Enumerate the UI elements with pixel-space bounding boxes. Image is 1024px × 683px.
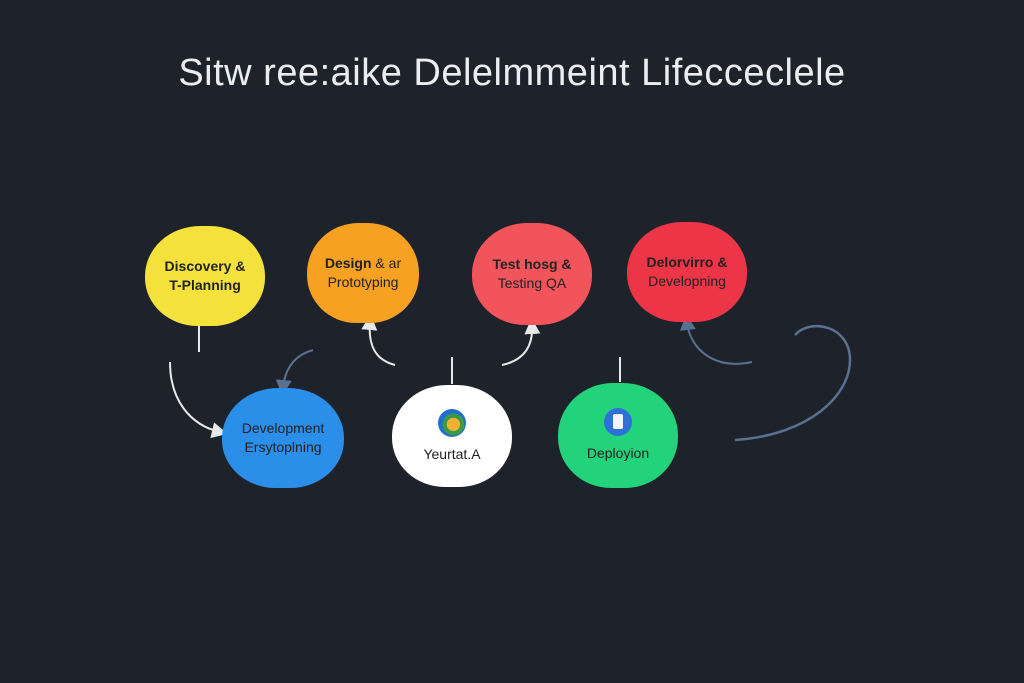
node-development[interactable]: Development Ersytoplning: [222, 388, 344, 488]
arrow-to-design: [361, 314, 396, 366]
node-test[interactable]: Test hosg & Testing QA: [472, 223, 592, 325]
node-label: Testing QA: [497, 275, 567, 291]
arrow-to-development: [169, 361, 228, 438]
arrow-to-test: [501, 318, 541, 366]
node-label: T-Planning: [169, 277, 241, 293]
node-label: Ersytoplning: [244, 439, 322, 455]
package-icon: [604, 408, 632, 436]
node-label: Delorvirro &: [646, 254, 728, 270]
node-deployment[interactable]: Deployion: [558, 383, 678, 488]
node-discovery[interactable]: Discovery & T-Planning: [145, 226, 265, 326]
node-label: Deployion: [586, 445, 650, 461]
node-label: Design: [324, 255, 372, 271]
arrow-development-up: [275, 349, 314, 396]
node-label: Test hosg &: [492, 256, 572, 272]
globe-icon: [438, 408, 466, 437]
diagram-title: Sitw ree:aike Delelmmeint Lifecceclele: [178, 52, 846, 94]
node-design[interactable]: Design & ar Prototyping: [307, 223, 419, 323]
node-label: Discovery &: [164, 258, 246, 274]
arrow-to-develop: [679, 314, 753, 365]
node-yeurtat[interactable]: Yeurtat.A: [392, 385, 512, 487]
node-develop[interactable]: Delorvirro & Developning: [627, 222, 747, 322]
node-label: Yeurtat.A: [423, 445, 481, 462]
loop-arc: [734, 325, 852, 442]
node-label: Development: [241, 420, 325, 436]
node-label: & ar: [371, 255, 402, 271]
node-label: Developning: [648, 273, 726, 289]
node-label: Prototyping: [327, 274, 399, 290]
